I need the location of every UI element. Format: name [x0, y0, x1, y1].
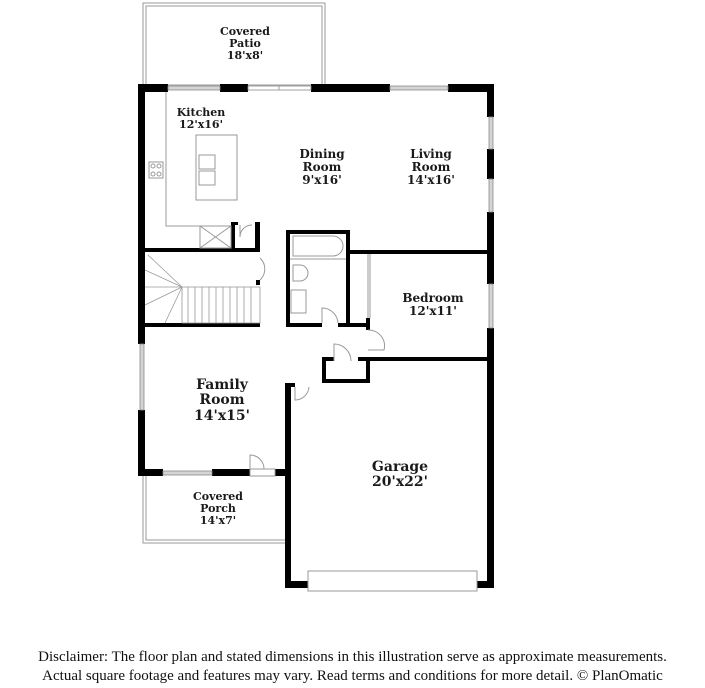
floor-plan [138, 2, 494, 592]
room-label-kitchen: Kitchen 12'x16' [176, 106, 226, 132]
disclaimer: Disclaimer: The floor plan and stated di… [0, 648, 705, 686]
disclaimer-line-2: Actual square footage and features may v… [42, 668, 663, 684]
room-name: Patio [229, 37, 261, 51]
room-name: Room [199, 392, 245, 409]
interior-walls [145, 222, 490, 383]
room-dimensions: 18'x8' [226, 49, 264, 63]
garage-door [307, 570, 478, 592]
disclaimer-line-1: Disclaimer: The floor plan and stated di… [38, 649, 667, 665]
room-label-dining-room: Dining Room 9'x16' [299, 147, 345, 188]
room-dimensions: 12'x16' [179, 118, 223, 132]
covered-porch-outline [142, 476, 285, 544]
room-label-bedroom: Bedroom 12'x11' [402, 291, 464, 319]
room-name: Room [302, 160, 342, 175]
windows [139, 85, 494, 476]
room-dimensions: 20'x22' [372, 474, 428, 491]
room-label-covered-patio: Covered Patio 18'x8' [220, 25, 270, 63]
room-dimensions: 14'x7' [199, 514, 237, 528]
room-name: Garage [371, 459, 429, 475]
room-dimensions: 9'x16' [302, 173, 342, 188]
room-name: Living [410, 147, 452, 161]
room-name: Family [196, 377, 248, 393]
room-dimensions: 14'x16' [407, 173, 455, 188]
room-name: Covered [220, 25, 270, 38]
patio-door [247, 85, 312, 91]
room-name: Bedroom [402, 291, 464, 305]
exterior-walls [138, 84, 494, 588]
room-dimensions: 12'x11' [409, 304, 457, 319]
room-label-living-room: Living Room 14'x16' [407, 147, 455, 188]
door-swings [239, 224, 385, 477]
room-label-family-room: Family Room 14'x15' [194, 377, 250, 424]
kitchen-fixtures [148, 92, 238, 249]
room-name: Room [411, 160, 451, 175]
room-name: Dining [299, 147, 345, 161]
room-dimensions: 14'x15' [194, 407, 250, 424]
room-name: Porch [200, 502, 236, 516]
room-label-garage: Garage 20'x22' [371, 459, 429, 491]
bathroom-fixtures [290, 235, 346, 314]
room-name: Covered [193, 490, 243, 503]
room-name: Kitchen [176, 106, 226, 119]
staircase [144, 254, 261, 324]
room-label-covered-porch: Covered Porch 14'x7' [193, 490, 243, 528]
